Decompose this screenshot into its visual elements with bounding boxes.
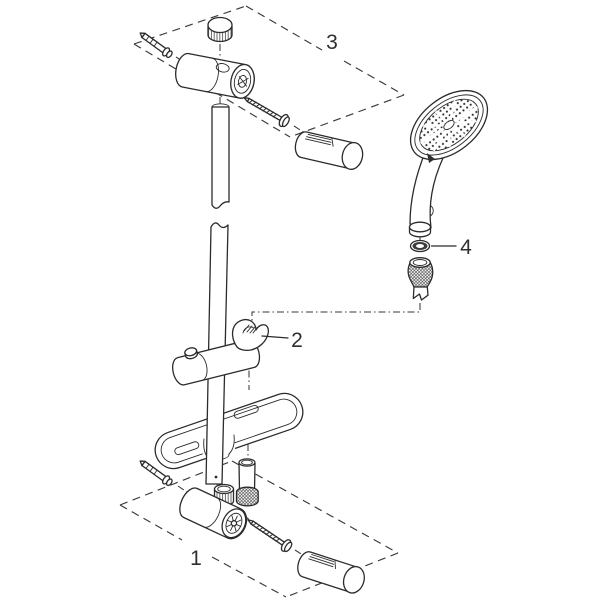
cover-sleeve-bottom xyxy=(297,551,365,594)
cover-slot-ribs xyxy=(308,554,336,570)
soap-dish-slot xyxy=(233,404,259,419)
callout-2: 2 xyxy=(291,329,303,352)
rail-pin-hole xyxy=(214,475,218,479)
shower-rail-upper xyxy=(211,103,230,209)
rail-end-piece xyxy=(235,444,259,507)
glide-element xyxy=(172,318,289,386)
holder-hook xyxy=(231,318,270,352)
screw-bottom xyxy=(247,519,293,553)
handle-collar xyxy=(408,221,432,238)
screw-top xyxy=(243,96,290,128)
callout-3: 3 xyxy=(326,31,338,54)
hose-cone-nut xyxy=(407,257,434,301)
wall-plug-top xyxy=(139,32,173,59)
cover-sleeve-top xyxy=(294,131,364,170)
bottom-bracket xyxy=(179,487,248,540)
callout-4: 4 xyxy=(460,236,472,259)
head-pivot-notch xyxy=(427,153,435,163)
wall-plug-bottom xyxy=(139,460,173,487)
top-mounting-group xyxy=(139,16,364,170)
top-bracket xyxy=(175,52,255,99)
cap-hole xyxy=(215,63,230,73)
cap-top xyxy=(207,16,233,43)
soap-dish-slot xyxy=(174,441,200,456)
hand-shower xyxy=(408,89,489,238)
callout-2-leader xyxy=(261,335,289,339)
washer xyxy=(409,239,457,253)
top-group-boundary xyxy=(133,5,405,138)
callout-1: 1 xyxy=(190,547,202,570)
hose-stub xyxy=(412,286,429,301)
shower-head xyxy=(409,89,489,161)
cover-slot-ribs xyxy=(305,133,334,147)
glide-button xyxy=(184,347,198,360)
bottom-mounting-group xyxy=(139,460,365,594)
